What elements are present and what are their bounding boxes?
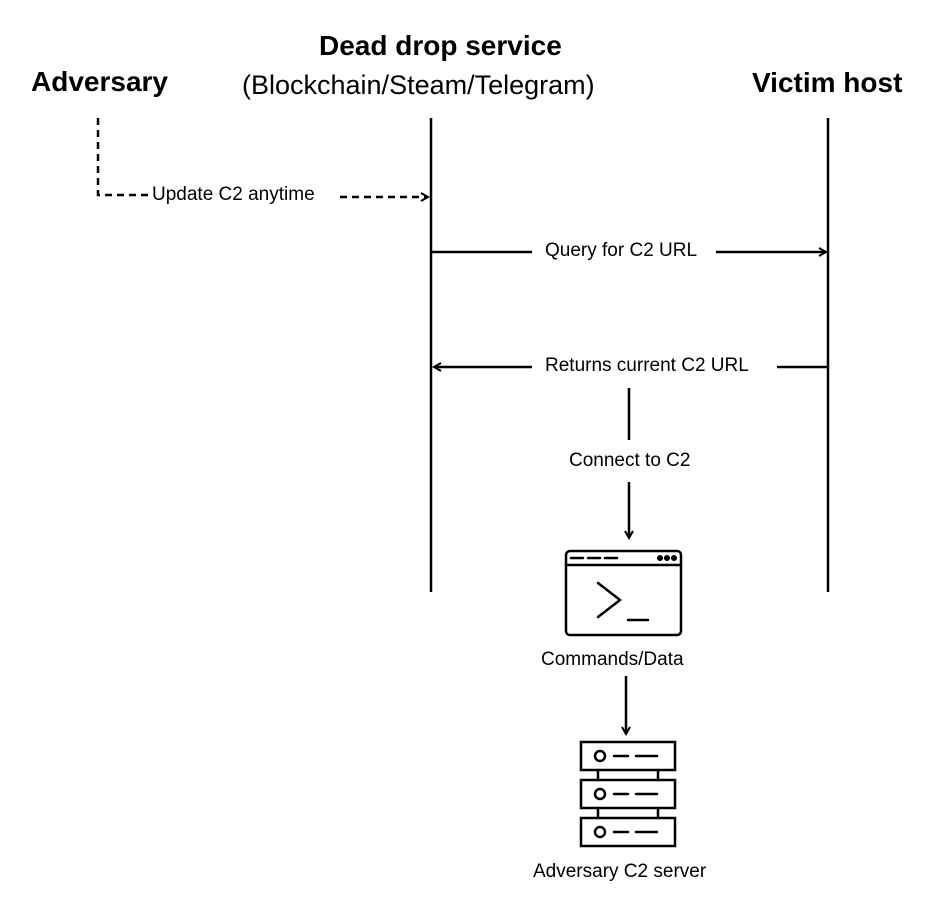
connect-c2-label: Connect to C2 <box>566 450 694 472</box>
returns-c2-label: Returns current C2 URL <box>542 355 752 377</box>
victim-header: Victim host <box>752 67 903 98</box>
dead-drop-header: Dead drop service <box>319 30 562 61</box>
dead-drop-subtitle: (Blockchain/Steam/Telegram) <box>242 70 595 100</box>
c2-server-label: Adversary C2 server <box>530 861 710 883</box>
terminal-window-icon <box>564 549 683 637</box>
server-rack-icon <box>579 740 677 848</box>
query-c2-label: Query for C2 URL <box>542 240 701 262</box>
update-c2-arrow-left <box>96 118 148 197</box>
commands-data-label: Commands/Data <box>538 649 687 671</box>
adversary-header: Adversary <box>31 66 168 97</box>
update-c2-label: Update C2 anytime <box>149 184 318 206</box>
